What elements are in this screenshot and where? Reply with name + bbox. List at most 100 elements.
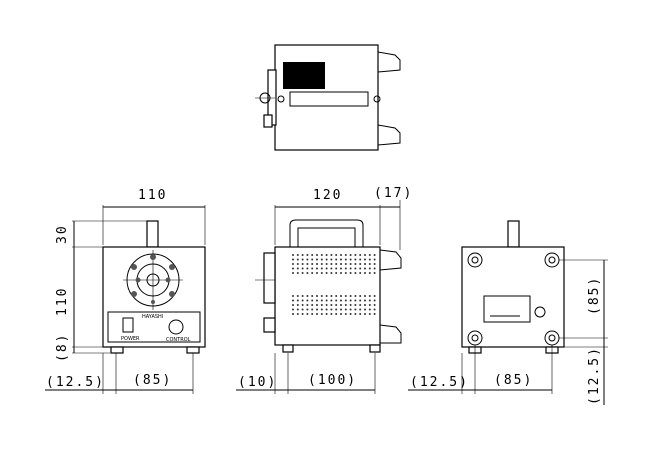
vent-hole	[368, 299, 371, 302]
vent-hole	[340, 254, 342, 256]
dim-body-height: 110	[55, 287, 70, 316]
vent-hole	[292, 263, 294, 265]
side-view: 120 (17) (10) (100)	[236, 186, 413, 394]
vent-hole	[359, 308, 362, 311]
vent-hole	[349, 295, 352, 297]
vent-hole	[320, 295, 323, 297]
vent-hole	[296, 299, 299, 302]
vent-hole	[340, 313, 342, 315]
vent-hole	[325, 272, 328, 274]
vent-hole	[320, 254, 323, 256]
vent-hole	[320, 308, 323, 311]
vent-hole	[354, 258, 357, 261]
vent-hole	[320, 263, 323, 265]
vent-hole	[373, 258, 376, 261]
brand-label: HAYASHI	[142, 314, 163, 320]
vent-hole	[335, 258, 338, 261]
vent-hole	[301, 295, 304, 297]
vent-hole	[344, 267, 347, 270]
vent-hole	[373, 272, 376, 274]
vent-hole	[340, 308, 342, 311]
vent-hole	[335, 313, 338, 315]
vent-hole	[354, 313, 357, 315]
vent-hole	[364, 254, 366, 256]
vent-hole	[340, 263, 342, 265]
dim-front-foot-pitch: (85)	[133, 373, 172, 388]
vent-hole	[349, 313, 352, 315]
vent-hole	[335, 304, 338, 306]
vent-hole	[325, 263, 328, 265]
vent-hole	[368, 254, 371, 256]
vent-hole	[349, 304, 352, 306]
vent-hole	[335, 308, 338, 311]
vent-hole	[368, 295, 371, 297]
vent-hole	[359, 272, 362, 274]
vent-hole	[344, 254, 347, 256]
vent-hole	[330, 295, 333, 297]
dim-rear-protrusion: (17)	[374, 186, 413, 201]
vent-hole	[311, 263, 314, 265]
vent-hole	[301, 299, 304, 302]
vent-hole	[301, 272, 304, 274]
vent-hole	[296, 304, 299, 306]
vent-hole	[359, 304, 362, 306]
vent-hole	[368, 267, 371, 270]
vent-hole	[344, 272, 347, 274]
vent-hole	[316, 267, 318, 270]
vent-hole	[354, 267, 357, 270]
vent-hole	[368, 313, 371, 315]
vent-hole	[364, 295, 366, 297]
vent-hole	[296, 267, 299, 270]
vent-hole	[364, 304, 366, 306]
vent-hole	[364, 267, 366, 270]
dim-handle-height: 30	[55, 224, 70, 244]
vent-hole	[368, 258, 371, 261]
control-label: CONTROL	[166, 337, 191, 343]
vent-hole	[306, 272, 309, 274]
power-label: POWER	[121, 336, 140, 342]
vent-hole	[354, 304, 357, 306]
vent-hole	[368, 272, 371, 274]
vent-hole	[292, 299, 294, 302]
vent-hole	[340, 267, 342, 270]
vent-hole	[354, 295, 357, 297]
vent-hole	[344, 308, 347, 311]
vent-hole	[373, 308, 376, 311]
vent-hole	[335, 267, 338, 270]
vent-hole	[292, 313, 294, 315]
vent-hole	[320, 299, 323, 302]
vent-hole	[335, 272, 338, 274]
vent-hole	[301, 258, 304, 261]
dim-back-vertical-offset: (12.5)	[587, 346, 602, 405]
vent-hole	[306, 313, 309, 315]
vent-hole	[320, 258, 323, 261]
vent-hole	[311, 313, 314, 315]
vent-hole	[340, 295, 342, 297]
vent-hole	[349, 272, 352, 274]
vent-hole	[292, 258, 294, 261]
vent-hole	[296, 308, 299, 311]
vent-hole	[349, 308, 352, 311]
vent-hole	[335, 299, 338, 302]
vent-hole	[373, 299, 376, 302]
vent-hole	[301, 308, 304, 311]
vent-hole	[354, 254, 357, 256]
vent-hole	[301, 304, 304, 306]
vent-hole	[359, 295, 362, 297]
vent-hole	[364, 299, 366, 302]
vent-hole	[364, 272, 366, 274]
vent-hole	[306, 295, 309, 297]
vent-hole	[292, 272, 294, 274]
front-view: HAYASHI POWER CONTROL 110 30 110 (8) (12…	[45, 188, 206, 394]
ventilation-holes	[292, 254, 376, 315]
vent-hole	[349, 254, 352, 256]
vent-hole	[325, 254, 328, 256]
vent-hole	[320, 267, 323, 270]
dim-side-depth: 120	[313, 188, 342, 203]
vent-hole	[330, 267, 333, 270]
vent-hole	[311, 272, 314, 274]
vent-hole	[316, 299, 318, 302]
vent-hole	[320, 313, 323, 315]
vent-hole	[364, 313, 366, 315]
